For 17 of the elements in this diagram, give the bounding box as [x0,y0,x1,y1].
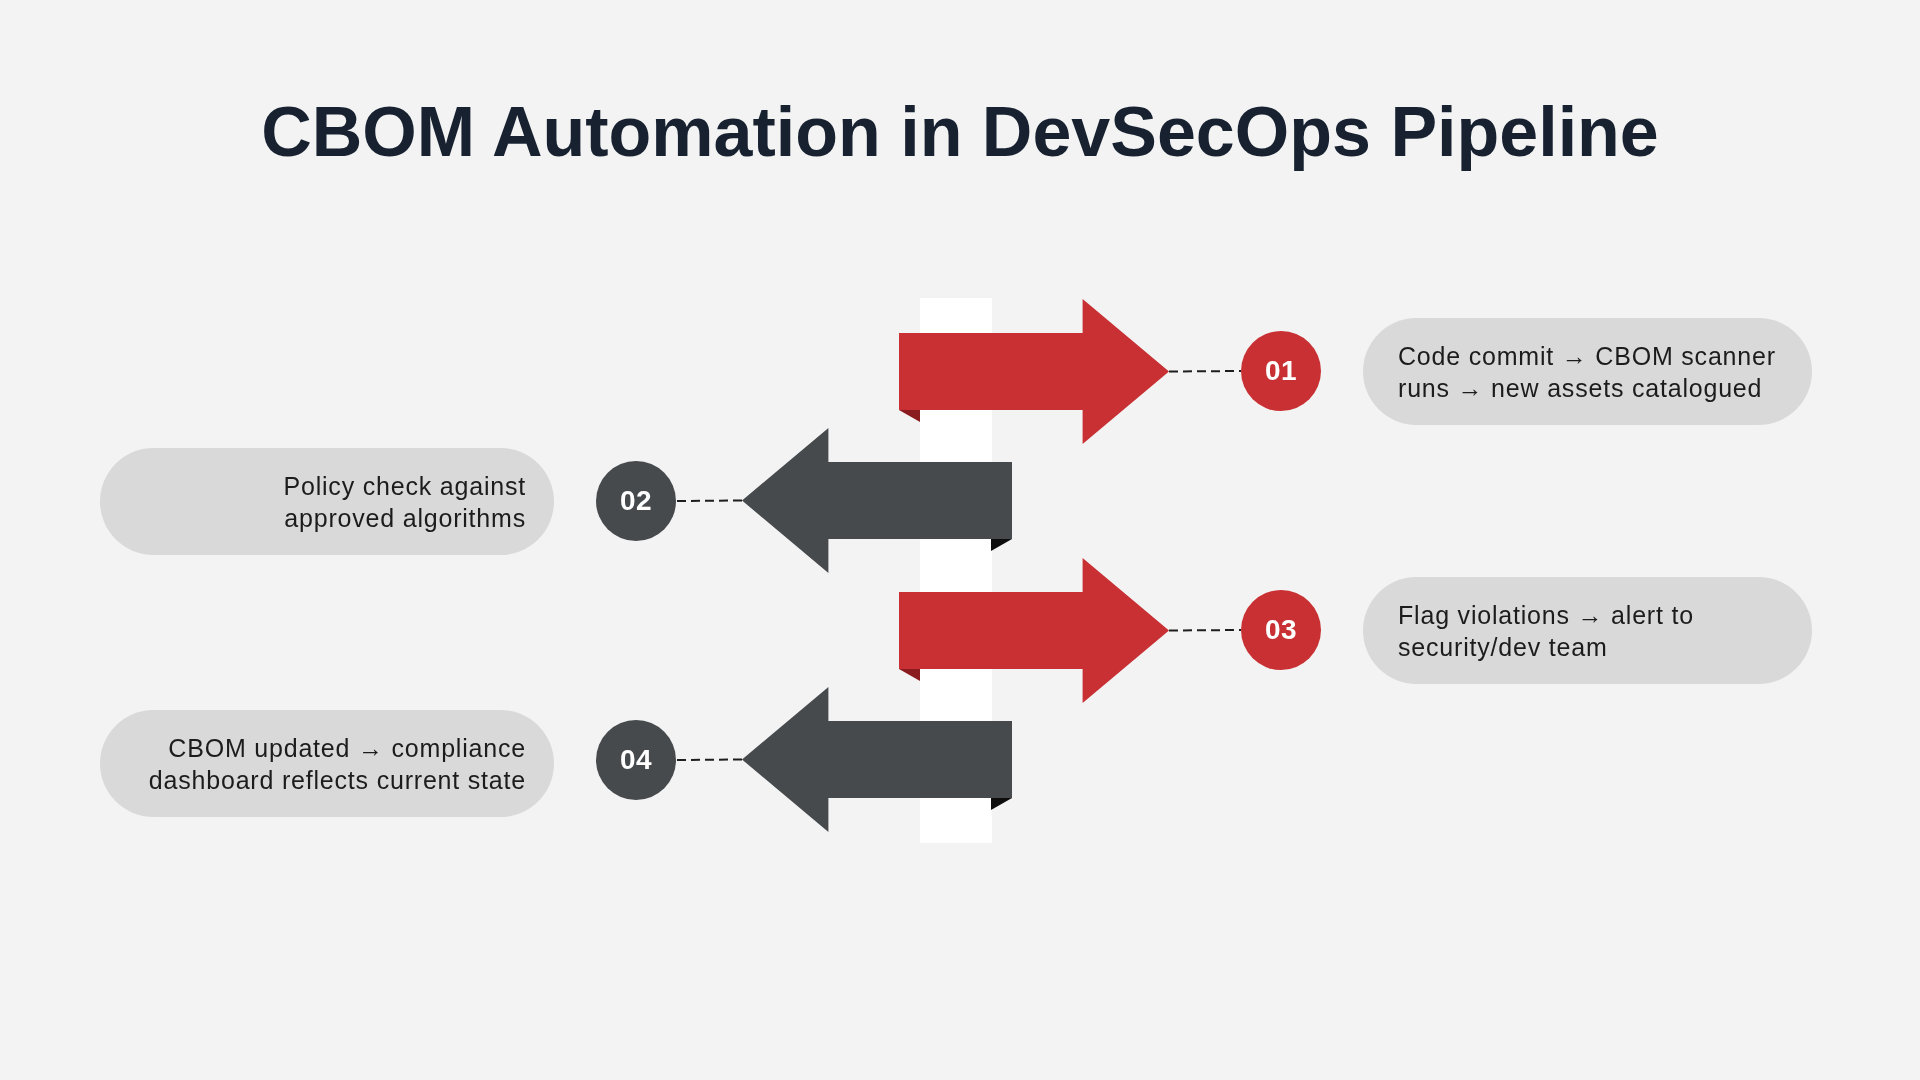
step-number: 04 [619,744,653,776]
step-number: 03 [1264,614,1298,646]
block-arrow [899,558,1169,703]
block-arrow [899,299,1169,444]
step-description: Code commit → CBOM scanner runs → new assets catalogued [1398,340,1777,404]
diagram-title: CBOM Automation in DevSecOps Pipeline [261,92,1659,172]
block-arrow [742,428,1012,573]
dashed-connector [1168,370,1242,373]
dashed-connector [675,758,743,761]
step-number: 01 [1264,355,1298,387]
block-arrow [742,687,1012,832]
step-description: Policy check against approved algorithms [282,470,526,534]
step-description: Flag violations → alert to security/dev team [1398,599,1695,663]
dashed-connector [675,499,743,502]
dashed-connector [1168,629,1242,632]
step-description: CBOM updated → compliance dashboard reflects current state [147,732,526,796]
step-number: 02 [619,485,653,517]
